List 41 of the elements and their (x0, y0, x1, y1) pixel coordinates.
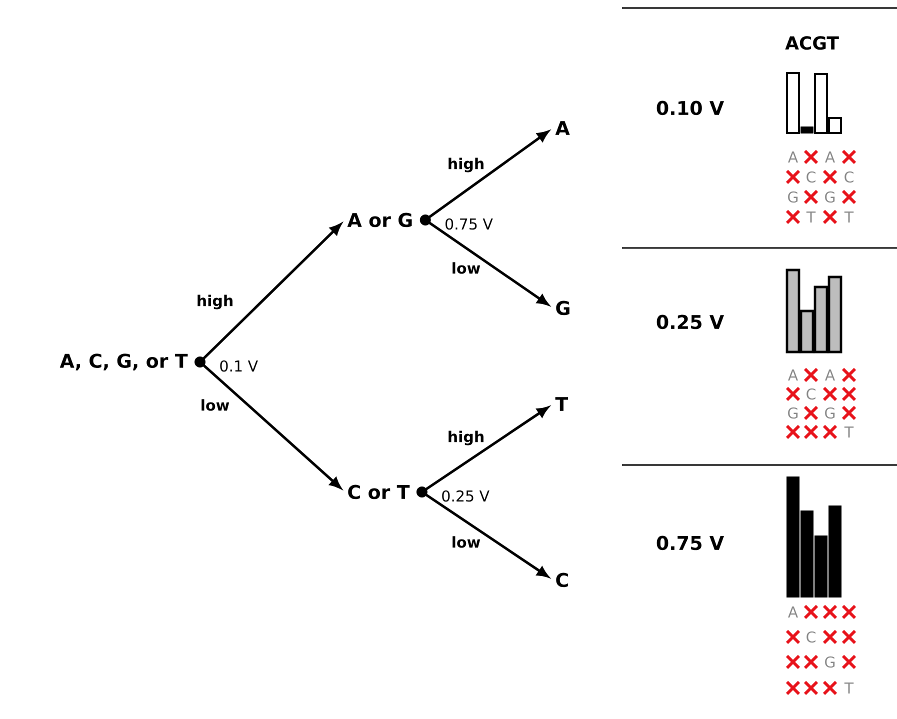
edge-label: high (446, 430, 486, 446)
voltage-label: 0.25 V (442, 490, 490, 502)
arrow (424, 406, 548, 492)
voltage-label: 0.25 V (656, 314, 724, 330)
base-letter: G (825, 656, 835, 668)
node-label: A or G (347, 212, 412, 228)
base-letter: A (824, 152, 835, 162)
voltage-label: 0.1 V (220, 360, 258, 372)
column-header: ACGT (785, 36, 839, 50)
base-letter: G (825, 407, 835, 419)
base-letter: A (824, 370, 835, 380)
node-label: A, C, G, or T (60, 354, 188, 370)
node-label: G (556, 300, 570, 316)
base-letter: T (844, 212, 854, 222)
base-letter: C (806, 388, 816, 400)
arrow (201, 224, 342, 361)
edge-label: low (199, 398, 231, 412)
base-letter: C (806, 631, 816, 643)
edge-label: high (195, 294, 235, 310)
arrow (201, 363, 342, 489)
voltage-label: 0.75 V (656, 536, 724, 550)
node-label: C or T (348, 484, 410, 500)
base-letter: A (788, 152, 798, 162)
base-letter: C (844, 171, 854, 183)
base-letter: T (844, 426, 854, 438)
base-letter: T (844, 682, 854, 694)
voltage-label: 0.10 V (656, 100, 724, 116)
base-letter: A (788, 370, 798, 380)
base-letter: G (788, 407, 798, 419)
base-letter: G (788, 191, 798, 203)
edge-label: high (446, 156, 486, 174)
node-label: T (555, 397, 568, 411)
base-letter: G (825, 191, 835, 203)
base-letter: A (788, 606, 798, 618)
base-letter: C (806, 171, 816, 183)
arrow (424, 492, 548, 578)
edge-label: low (450, 535, 482, 549)
arrow (427, 130, 549, 220)
base-letter: T (806, 212, 816, 222)
node-label: C (556, 572, 568, 588)
node-label: A (555, 121, 570, 135)
